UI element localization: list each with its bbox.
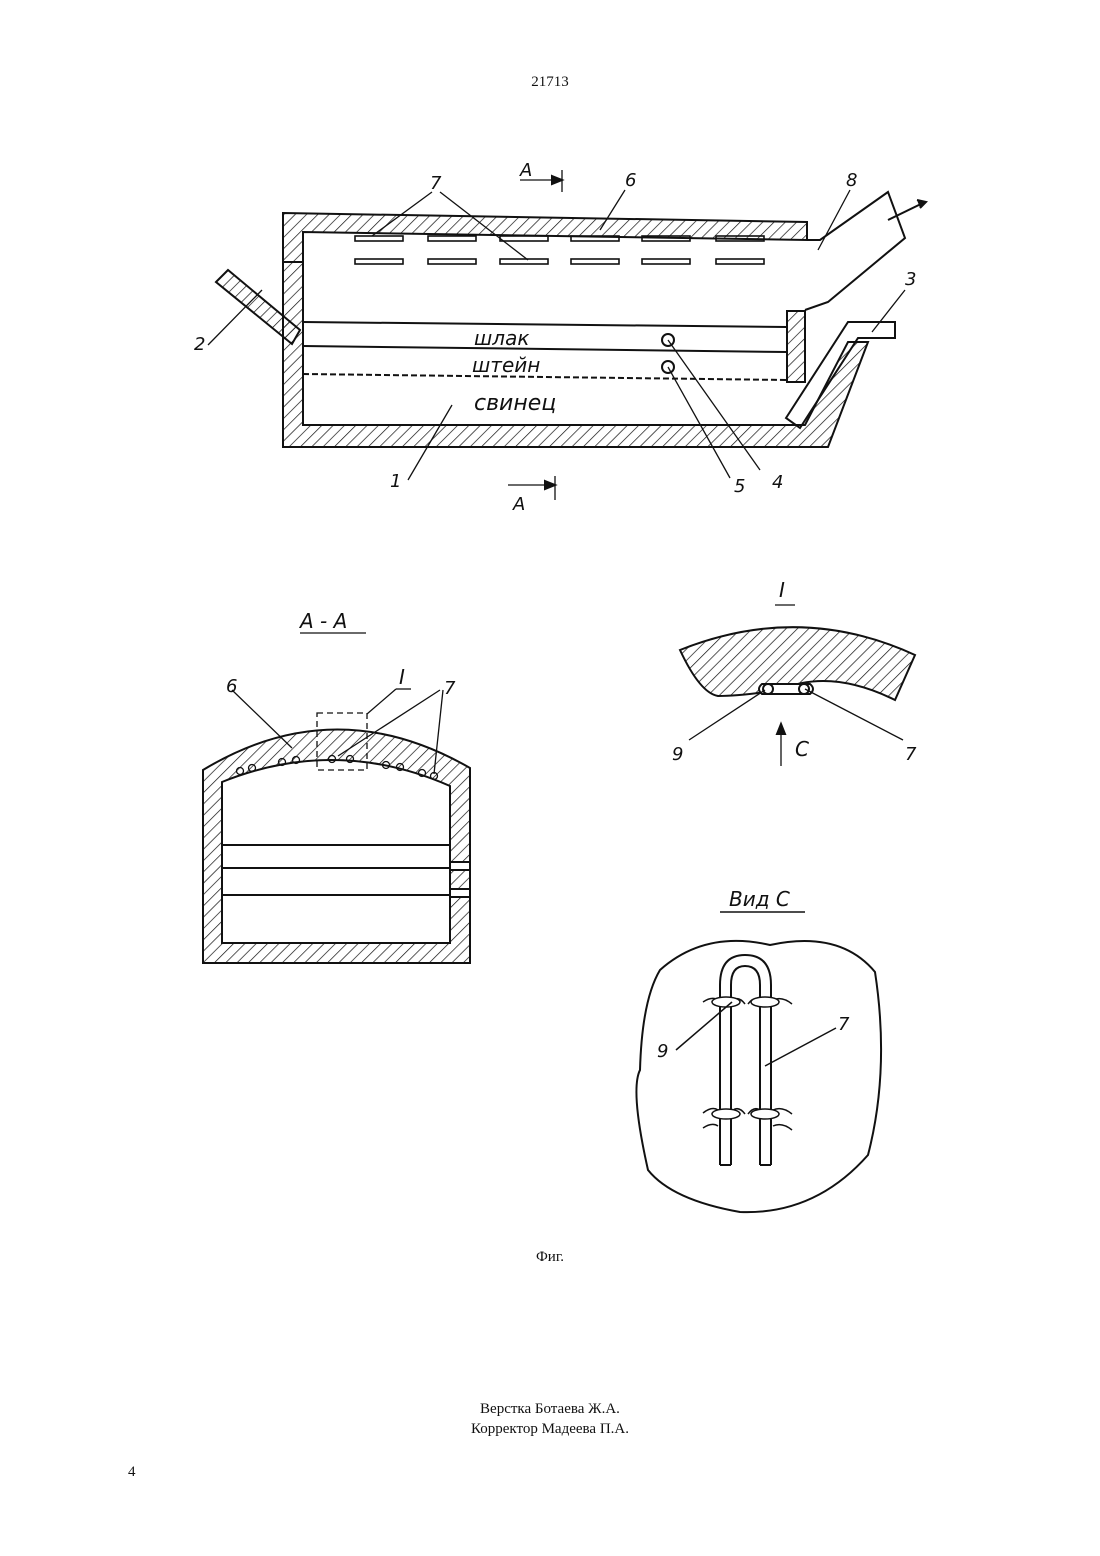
figure-caption: Фиг.	[0, 1249, 1100, 1266]
section-wall	[203, 729, 470, 963]
layer-label-matte: штейн	[472, 353, 540, 377]
part-label-3: 3	[905, 269, 916, 290]
part-label-4: 4	[772, 472, 783, 493]
section-title: A - A	[298, 609, 347, 633]
u-tube	[720, 955, 771, 1165]
tuyere-row	[355, 236, 764, 264]
part-label-2: 2	[194, 334, 205, 355]
view-c-outline	[636, 941, 881, 1212]
main-furnace-view	[208, 170, 926, 500]
layer-label-lead: свинец	[474, 391, 556, 416]
layer-label-slag: шлак	[474, 326, 529, 350]
furnace-wall	[283, 213, 868, 447]
view-c-title: Вид C	[729, 887, 790, 911]
view-c-label-9: 9	[657, 1041, 668, 1062]
detail-title: I	[779, 578, 785, 602]
part-label-1: 1	[390, 471, 401, 492]
part-label-5: 5	[734, 476, 745, 497]
view-c	[636, 912, 881, 1212]
section-mark-top: A	[519, 160, 532, 181]
view-arrow-label: C	[795, 737, 809, 761]
view-c-label-7: 7	[838, 1014, 850, 1035]
section-label-7: 7	[444, 678, 456, 699]
page-number: 4	[128, 1464, 136, 1481]
part-label-8: 8	[846, 170, 857, 191]
section-mark-bottom: A	[512, 494, 525, 515]
gas-duct	[805, 192, 905, 310]
layout-credit: Верстка Ботаева Ж.А.	[0, 1399, 1100, 1419]
section-a-a-view	[203, 633, 470, 963]
part-label-7: 7	[430, 173, 442, 194]
detail-label-9: 9	[672, 744, 683, 765]
credits-block: Верстка Ботаева Ж.А. Корректор Мадеева П…	[0, 1399, 1100, 1439]
part-label-6: 6	[625, 170, 636, 191]
section-label-6: 6	[226, 676, 237, 697]
furnace-partition	[787, 311, 805, 382]
proofreader-credit: Корректор Мадеева П.А.	[0, 1419, 1100, 1439]
patent-drawing: шлак штейн свинец A A 1 2 3 4 5 6 7 8	[0, 0, 1100, 1240]
detail-mark: I	[399, 665, 405, 689]
detail-label-7: 7	[905, 744, 917, 765]
